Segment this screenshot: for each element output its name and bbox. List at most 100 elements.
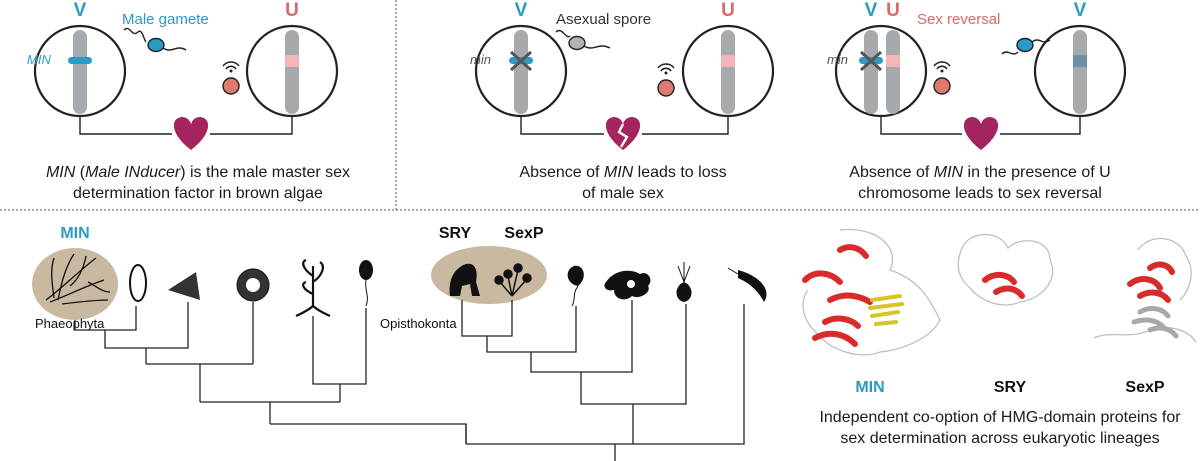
panel2-v-chromosome — [514, 30, 528, 114]
panel1-gamete-label: Male gamete — [122, 11, 209, 28]
panel3-v-band — [1073, 55, 1087, 67]
panel1-gamete-tail — [162, 47, 187, 51]
panel2-min-label: min — [470, 52, 491, 67]
panel3-caption-rest: in the presence of U — [963, 164, 1111, 181]
protein-structures: MIN SRY SexP — [802, 229, 1197, 396]
panel3-deletion-cross-icon — [859, 50, 883, 72]
tree-branches — [74, 300, 745, 461]
phaeophyta-label: Phaeophyta — [35, 316, 105, 331]
panel1-right-letter: U — [285, 0, 299, 21]
panel3-right-letter: V — [1074, 0, 1087, 21]
panel2-u-band — [721, 55, 735, 67]
phylogenetic-tree: MIN Phaeophyta SRY SexP Opisthokonta — [32, 225, 767, 461]
panel1-u-band — [285, 55, 299, 67]
panel1-connector — [79, 116, 293, 135]
opisthokonta-label: Opisthokonta — [380, 316, 457, 331]
panel1-min-band — [68, 57, 92, 64]
panel1-caption-rest: ) is the male master sex — [180, 164, 351, 181]
panel3-caption: Absence of MIN in the presence of U chro… — [830, 162, 1130, 204]
panel2-heart-crack — [617, 123, 629, 148]
green-alga-silhouette — [359, 260, 373, 280]
panel3-caption-gene: MIN — [933, 164, 964, 181]
choanoflagellate-collar — [677, 262, 691, 283]
panel2-spore-tail — [583, 45, 611, 49]
panel1-u-chromosome — [285, 30, 299, 114]
panel2-caption-gene: MIN — [603, 164, 634, 181]
panel3-min-label: min — [827, 52, 848, 67]
panel2-connector — [520, 116, 729, 135]
panel3-v-chromosome — [864, 30, 878, 114]
trypanosome-flagellum — [727, 267, 739, 275]
green-alga-flagellum — [365, 279, 368, 307]
panel1-gamete-flagellum — [123, 27, 147, 43]
panel-2: V U min Asexual spore — [470, 0, 775, 150]
min-structure — [802, 229, 941, 356]
panel2-right-letter: U — [721, 0, 735, 21]
panel3-gamete-tail — [1031, 39, 1051, 43]
panel3-left-letter-2: U — [886, 0, 900, 21]
land-plant-silhouette — [295, 258, 331, 317]
panel2-spore-label: Asexual spore — [556, 11, 651, 28]
structure-min-label: MIN — [855, 379, 884, 396]
phaeophyta-highlight — [32, 248, 118, 320]
panel3-caption-start: Absence of — [849, 164, 934, 181]
panel3-gamete-flagellum — [1001, 51, 1019, 55]
panel2-caption-rest: leads to loss — [633, 164, 727, 181]
min-beta-sheet — [868, 294, 904, 326]
panel3-heart-icon — [963, 117, 999, 150]
panel1-min-label: MIN — [27, 52, 51, 67]
tree-sry-label: SRY — [439, 225, 472, 242]
sry-structure — [957, 234, 1054, 306]
panel3-u-band — [886, 55, 900, 67]
radiolarian-core — [246, 278, 260, 292]
sexp-grey-helices — [1131, 306, 1179, 339]
structure-sexp-label: SexP — [1125, 379, 1164, 396]
brown-alga-silhouette — [45, 253, 111, 305]
panel3-left-letter-1: V — [865, 0, 878, 21]
tree-min-label: MIN — [60, 225, 89, 242]
diatom-silhouette — [129, 264, 147, 302]
panel3-connector — [880, 116, 1081, 135]
panel2-spore-flagellum — [555, 29, 571, 38]
panel2-u-chromosome — [721, 30, 735, 114]
panel1-left-letter: V — [74, 0, 87, 21]
panel1-gamete-body — [147, 37, 165, 53]
fungus-silhouette — [494, 263, 532, 297]
sexp-structure — [1093, 237, 1197, 343]
panel2-pheromone-signal — [657, 63, 675, 97]
panel1-heart-icon — [173, 117, 209, 150]
choanoflagellate-silhouette — [676, 282, 692, 302]
panel2-caption: Absence of MIN leads to loss of male sex — [470, 162, 776, 204]
panel1-caption-paren: ( — [75, 164, 86, 181]
panel2-deletion-cross-icon — [509, 50, 533, 72]
panel3-caption-line2: chromosome leads to sex reversal — [858, 185, 1102, 202]
chimpanzee-silhouette — [449, 263, 480, 296]
ciliate-silhouette — [168, 272, 200, 300]
panel2-spore-body — [568, 35, 586, 51]
panel3-u-chromosome — [886, 30, 900, 114]
panel1-caption: MIN (Male INducer) is the male master se… — [0, 162, 396, 204]
panel2-caption-start: Absence of — [519, 164, 604, 181]
structures-caption: Independent co-option of HMG-domain prot… — [810, 407, 1190, 449]
panel3-reversal-label: Sex reversal — [917, 11, 1000, 28]
panel1-v-chromosome — [73, 30, 87, 114]
panel-1: V U MIN Male gamete — [27, 0, 339, 150]
tree-sexp-label: SexP — [504, 225, 543, 242]
panel3-gamete-body — [1016, 37, 1034, 53]
structures-caption-line1: Independent co-option of HMG-domain prot… — [819, 409, 1181, 426]
chytrid-silhouette — [567, 265, 584, 286]
chytrid-flagellum — [571, 285, 579, 307]
sry-helices — [982, 272, 1025, 299]
panel1-caption-gene: MIN — [45, 164, 76, 181]
panel3-v-chromosome-right — [1073, 30, 1087, 114]
panel1-caption-name: Male INducer — [85, 164, 181, 181]
amoeba-nucleus — [627, 280, 635, 288]
panel1-caption-line2: determination factor in brown algae — [73, 185, 323, 202]
panel1-pheromone-signal — [222, 61, 240, 95]
structure-sry-label: SRY — [994, 379, 1027, 396]
trypanosome-silhouette — [738, 270, 767, 302]
min-helices — [802, 244, 873, 347]
panel2-caption-line2: of male sex — [582, 185, 664, 202]
